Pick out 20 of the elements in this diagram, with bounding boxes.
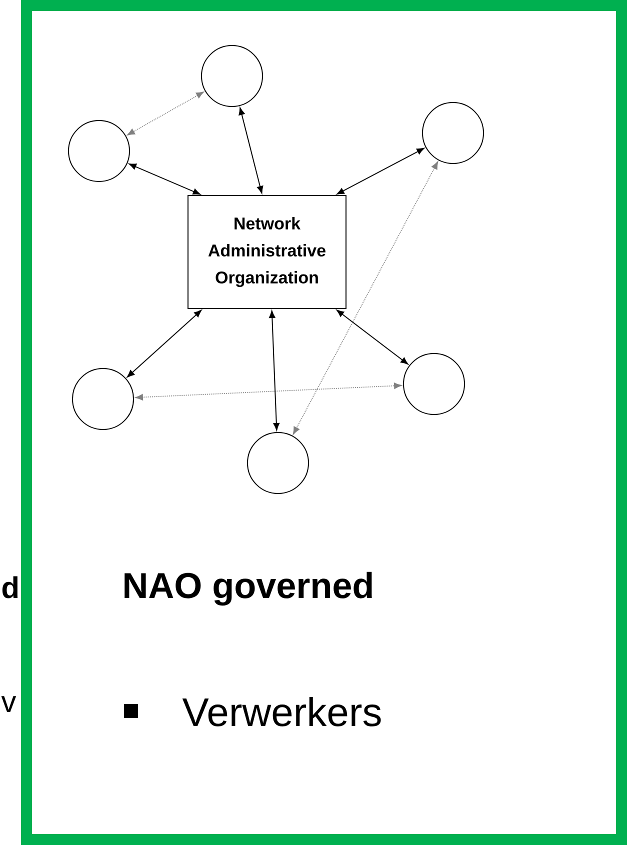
heading: NAO governed <box>124 572 372 606</box>
double-arrow <box>238 107 264 194</box>
text-fragment: d <box>2 576 18 598</box>
process-box: Network Administrative Organization <box>188 195 346 309</box>
circle-node <box>72 368 134 430</box>
circle-node <box>247 432 309 494</box>
circle-node <box>403 353 465 415</box>
list-item: Verwerkers <box>182 697 381 726</box>
double-arrow <box>127 92 204 136</box>
circle-node <box>422 102 484 164</box>
double-arrow <box>135 382 402 400</box>
double-arrow <box>336 148 424 195</box>
double-arrow <box>336 310 408 365</box>
double-arrow <box>126 310 202 378</box>
double-arrow <box>292 162 438 434</box>
circle-node <box>201 45 263 107</box>
double-arrow <box>128 163 200 195</box>
circle-node <box>68 120 130 182</box>
double-arrow <box>269 310 280 431</box>
text-fragment: v <box>1 696 16 712</box>
